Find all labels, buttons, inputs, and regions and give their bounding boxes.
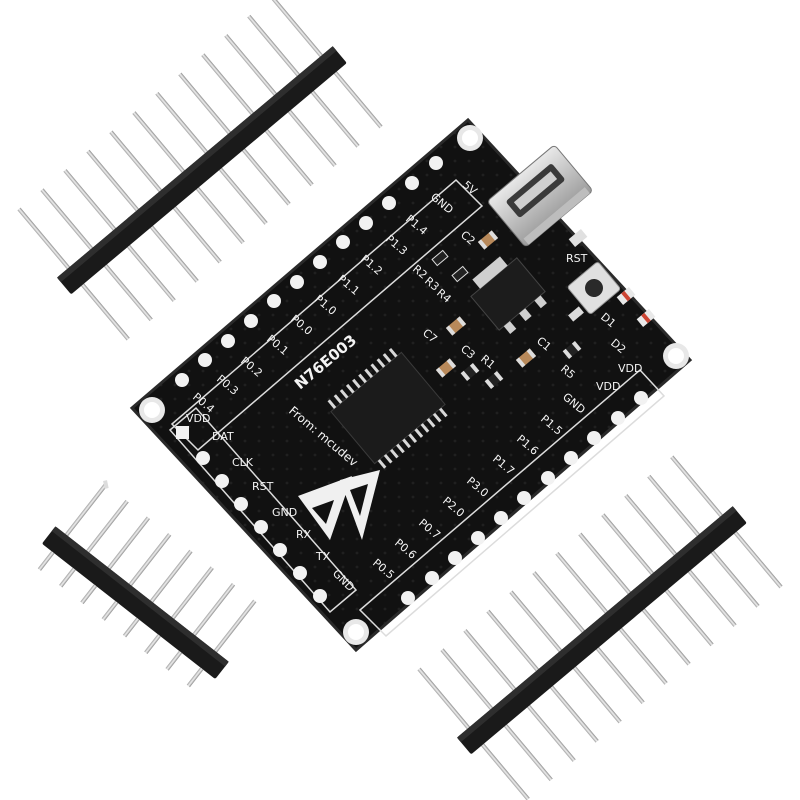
- component-label: VDD: [618, 362, 642, 375]
- pin-label: VDD: [596, 380, 620, 393]
- component-label: RST: [566, 252, 588, 265]
- microcontroller-chip: [327, 347, 448, 469]
- pin-header-top-left: [17, 0, 383, 341]
- pad-row-bottom: [401, 391, 648, 605]
- pin-header-bottom-right: [417, 455, 783, 800]
- mounting-holes: [139, 125, 689, 645]
- smd-components: [431, 229, 656, 389]
- reset-button[interactable]: [567, 261, 621, 314]
- pin-label: VDD: [186, 412, 210, 425]
- board-logo: [298, 470, 380, 540]
- pin-label: RST: [252, 480, 274, 493]
- pin-label: DAT: [212, 430, 234, 443]
- pin-label: CLK: [232, 456, 254, 469]
- pad-row-top: [175, 156, 443, 387]
- component-labels: C2 R2 R3 R4 C7 C3 R1 C1 R5 D1 D2 RST VDD: [410, 228, 642, 381]
- pin-label: GND: [272, 506, 297, 519]
- pin-header-right-angle: [37, 480, 257, 688]
- voltage-regulator: [470, 256, 547, 334]
- left-pin-labels: VDD DAT CLK RST GND RX TX GND: [186, 412, 357, 594]
- pin-label: RX: [296, 528, 312, 541]
- micro-usb-port[interactable]: [487, 145, 593, 248]
- pad-row-left: [176, 426, 327, 603]
- pin-label: TX: [315, 550, 331, 563]
